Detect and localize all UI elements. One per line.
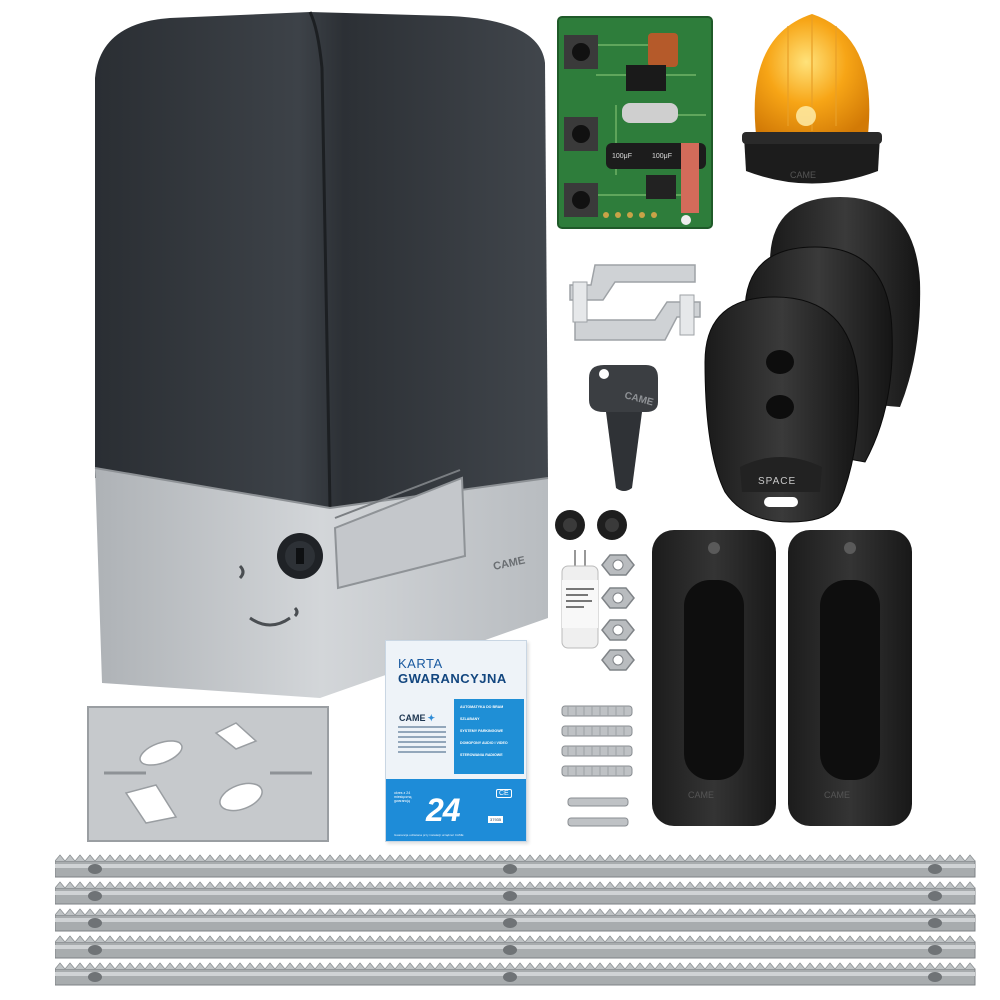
warranty-note: Gwarancja udzielana przy instalacji urzą… — [394, 833, 464, 837]
photocell-right: CAME — [788, 530, 912, 826]
warranty-months: 24 — [426, 792, 461, 828]
warning-lamp: CAME — [742, 14, 882, 184]
mounting-brackets — [569, 264, 701, 341]
capacitor-label: 100μF — [652, 153, 672, 160]
gear-rack — [55, 881, 976, 905]
warranty-service: AUTOMATYKA DO BRAM — [460, 705, 504, 709]
remote-button[interactable] — [766, 350, 794, 374]
warranty-card: KARTA GWARANCYJNA CAME✦ AUTOMATYKA DO BR… — [385, 640, 527, 842]
base-plate — [87, 706, 329, 842]
photocell-brand: CAME — [824, 790, 850, 800]
gear-rack — [55, 908, 976, 932]
capacitor-label: 100μF — [612, 153, 632, 160]
warranty-title-line1: KARTA — [398, 656, 443, 671]
warranty-service: STEROWANIA RADIOWE — [460, 753, 503, 757]
pcb-button — [564, 117, 598, 151]
remote-label: SPACE — [758, 476, 796, 487]
photocell-left: CAME — [652, 530, 776, 826]
warranty-service: SZLABANY — [460, 717, 480, 721]
pcb-button — [564, 35, 598, 69]
warranty-service: DOMOFONY AUDIO I VIDEO — [460, 741, 508, 745]
warranty-brand: CAME✦ — [399, 713, 436, 723]
remote-control[interactable]: SPACE — [704, 296, 860, 523]
came-logo-icon: ✦ — [427, 713, 436, 723]
photocell-brand: CAME — [688, 790, 714, 800]
gear-rack — [55, 962, 976, 986]
capacitor — [561, 550, 599, 649]
gear-rack — [55, 854, 976, 878]
warranty-text-block — [398, 726, 446, 756]
rubber-grommets — [555, 510, 627, 540]
warranty-title-line2: GWARANCYJNA — [398, 671, 507, 686]
warranty-months-caption: okres z 24 miesięczną gwarancją — [394, 791, 412, 803]
gear-racks — [55, 854, 976, 986]
warranty-bottom-band: okres z 24 miesięczną gwarancją 24 CE 37… — [386, 779, 526, 841]
remote-controls: SPACE — [704, 197, 921, 523]
photocells: CAME CAME — [652, 530, 912, 826]
receiver-pcb: 100μF 100μF — [557, 16, 713, 229]
warranty-services-panel — [454, 699, 524, 774]
ce-mark: CE — [496, 789, 512, 798]
anchor-bolts — [561, 705, 633, 827]
remote-button[interactable] — [766, 395, 794, 419]
hex-nuts — [601, 554, 635, 671]
keyhole-lock-icon[interactable] — [277, 533, 323, 579]
warranty-serial: 37935 — [488, 816, 504, 823]
pcb-button — [564, 183, 598, 217]
gate-motor: CAME — [94, 11, 549, 698]
gear-rack — [55, 935, 976, 959]
lamp-brand: CAME — [790, 170, 816, 180]
warranty-service: SYSTEMY PARKINGOWE — [460, 729, 503, 733]
release-key[interactable]: CAME — [584, 360, 664, 495]
